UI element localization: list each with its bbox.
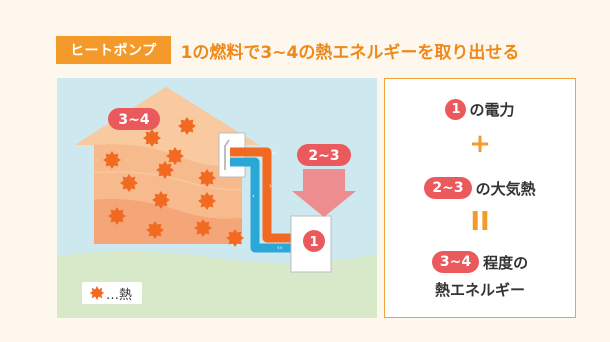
refrigerant-pipe: ›› › ‹ ‹‹ xyxy=(230,147,297,253)
heat-blob xyxy=(198,192,216,210)
heat-blob xyxy=(103,151,121,169)
equation-row-electricity: 1 の電力 xyxy=(385,99,575,120)
heat-blob xyxy=(198,169,216,187)
svg-text:‹‹: ‹‹ xyxy=(277,244,283,252)
electricity-label: 1 xyxy=(303,230,325,252)
total-number: 3~4 xyxy=(431,251,480,273)
svg-text:››: ›› xyxy=(271,149,277,157)
air-heat-label: 2~3 xyxy=(297,144,351,166)
plus-sign: + xyxy=(385,129,575,159)
heat-blobs xyxy=(103,117,244,247)
heat-blob xyxy=(108,207,126,225)
electricity-text: の電力 xyxy=(469,101,515,119)
svg-text:‹: ‹ xyxy=(252,192,255,200)
heat-energy-text: 熱エネルギー xyxy=(434,281,525,299)
air-heat-arrow xyxy=(292,169,356,217)
heat-blob xyxy=(146,221,164,239)
equation-row-air: 2~3 の大気熱 xyxy=(385,177,575,199)
equals-sign: II xyxy=(385,207,575,237)
header: ヒートポンプ 1の燃料で3~4の熱エネルギーを取り出せる xyxy=(56,36,519,64)
svg-text:›: › xyxy=(269,182,272,190)
heat-blob xyxy=(152,191,170,209)
heat-blob xyxy=(143,129,161,147)
house-heat-label: 3~4 xyxy=(108,108,160,130)
equation-row-heat-energy: 熱エネルギー xyxy=(385,279,575,300)
equation-row-total: 3~4 程度の xyxy=(385,251,575,273)
svg-text:1: 1 xyxy=(309,235,318,250)
heat-icon xyxy=(89,285,105,301)
equation-box: 1 の電力 + 2~3 の大気熱 II 3~4 程度の 熱エネルギー xyxy=(384,78,576,318)
electricity-number: 1 xyxy=(445,99,467,120)
air-number: 2~3 xyxy=(424,177,472,199)
heat-blob xyxy=(226,229,244,247)
legend: …熱 xyxy=(82,282,142,304)
heat-pump-badge: ヒートポンプ xyxy=(56,36,171,64)
svg-text:3~4: 3~4 xyxy=(118,112,149,128)
heat-blob xyxy=(178,117,196,135)
heat-blob xyxy=(166,147,184,165)
equals-text: II xyxy=(470,207,490,237)
air-text: の大気熱 xyxy=(475,179,536,198)
heat-blob xyxy=(120,174,138,192)
total-text: 程度の xyxy=(483,253,529,272)
plus-text: + xyxy=(469,129,491,159)
heat-pump-illustration: ›› › ‹ ‹‹ 3~4 2~3 1 xyxy=(57,78,377,318)
heat-blob xyxy=(194,219,212,237)
svg-text:2~3: 2~3 xyxy=(308,148,339,164)
heat-blob xyxy=(156,161,174,179)
headline: 1の燃料で3~4の熱エネルギーを取り出せる xyxy=(180,42,520,63)
legend-text: …熱 xyxy=(106,287,133,303)
